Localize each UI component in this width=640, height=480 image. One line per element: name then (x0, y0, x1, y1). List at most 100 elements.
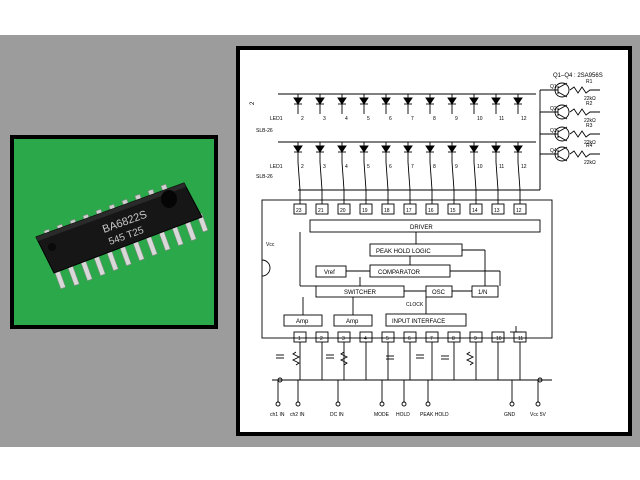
top-pin: 17 (403, 190, 417, 215)
bottom-pin: 11 (513, 331, 527, 380)
led-diode: 10 (469, 142, 483, 170)
led-diode: 5 (359, 94, 370, 122)
pin-number: 1 (298, 336, 301, 342)
bus-line (341, 161, 345, 191)
led-number: 5 (367, 116, 370, 122)
led-diode: 12 (513, 142, 527, 170)
led-number: 12 (521, 116, 527, 122)
bus-line (319, 161, 323, 191)
top-pin: 19 (359, 190, 373, 215)
resistor (569, 150, 600, 158)
capacitor (386, 355, 394, 360)
terminal-dot (275, 401, 281, 407)
chip-illustration: BA6822S 545 T25 (35, 182, 209, 290)
vref-label: Vref (324, 270, 335, 276)
top-pin: 18 (381, 190, 395, 215)
pin-number: 6 (408, 336, 411, 342)
row-mid-label: SLB-26 (256, 128, 273, 134)
led-diode: 9 (447, 142, 458, 170)
ic-outline (261, 199, 553, 339)
amp2-label: Amp (346, 319, 359, 325)
chip-photo: BA6822S 545 T25 (14, 139, 214, 325)
transistor-label: Q4 (550, 148, 557, 154)
resistor-label: R1 (586, 79, 593, 85)
bottom-pin: 2 (315, 331, 329, 380)
led-number: 9 (455, 164, 458, 170)
led-number: 11 (499, 164, 504, 170)
bus-line (407, 161, 411, 191)
bottom-pin: 6 (403, 331, 417, 380)
pin-number: 16 (428, 208, 434, 214)
transistor-label: Q1 (550, 84, 557, 90)
pin-number: 21 (318, 208, 324, 214)
resistor (569, 86, 600, 94)
pin-number: 13 (494, 208, 500, 214)
row-top-label: 2 (250, 101, 256, 105)
peak-hold-label: PEAK HOLD LOGIC (376, 249, 431, 255)
pin-number: 11 (518, 336, 523, 342)
schematic-drawing: Q1–Q4 : 2SA956S 2 SLB-26 SLB-26 LED1 LED… (250, 73, 603, 418)
led-number: 4 (345, 116, 348, 122)
led-number: 4 (345, 164, 348, 170)
led-number: 3 (323, 116, 326, 122)
led-number: 9 (455, 116, 458, 122)
transistor-label: Q3 (550, 128, 557, 134)
switcher-label: SWITCHER (344, 290, 377, 296)
ic-notch (261, 259, 271, 277)
bottom-pin: 8 (447, 331, 461, 380)
bus-line (451, 161, 455, 191)
pin-number: 19 (362, 208, 368, 214)
pin-number: 3 (342, 336, 345, 342)
terminal-label: ch1 IN (270, 412, 285, 418)
amp1-label: Amp (296, 319, 309, 325)
pin-number: 2 (320, 336, 323, 342)
led-diode: 6 (381, 94, 392, 122)
pin-number: 4 (364, 336, 367, 342)
pin-number: 18 (384, 208, 390, 214)
capacitor (416, 354, 424, 359)
divider-label: 1/N (478, 290, 487, 296)
vref-block (315, 265, 347, 278)
capacitor (326, 354, 334, 359)
led-diode: 8 (425, 142, 436, 170)
led-number: 5 (367, 164, 370, 170)
led-number: 6 (389, 116, 392, 122)
pin-number: 8 (452, 336, 455, 342)
led-diode: 8 (425, 94, 436, 122)
terminal-dot (535, 401, 541, 407)
chip-top-edge (36, 183, 186, 241)
resistor-value: 22kΩ (584, 140, 596, 146)
terminal-label: MODE (374, 412, 390, 418)
bus-line (495, 161, 499, 191)
resistor-label: R4 (586, 143, 593, 149)
led-number: 6 (389, 164, 392, 170)
resistor (569, 108, 600, 116)
bus-line (429, 161, 433, 191)
osc-label: OSC (432, 290, 446, 296)
pin-number: 20 (340, 208, 346, 214)
terminal-dot (509, 401, 515, 407)
clock-label: CLOCK (406, 302, 424, 308)
led-diode: 7 (403, 94, 414, 122)
terminal-label: Vcc 5V (530, 412, 547, 418)
led-number: 8 (433, 164, 436, 170)
led-number: 7 (411, 164, 414, 170)
pin-number: 17 (406, 208, 412, 214)
top-pin: 13 (491, 190, 505, 215)
led-number: 8 (433, 116, 436, 122)
pin-number: 23 (296, 208, 302, 214)
pin-number: 14 (472, 208, 478, 214)
terminal-label: GND (504, 412, 516, 418)
comparator-label: COMPARATOR (378, 270, 421, 276)
top-pin: 16 (425, 190, 439, 215)
driver-block (309, 219, 541, 233)
bus-line (363, 161, 367, 191)
led-row-label-bottom: LED1 (270, 164, 283, 170)
bottom-pin: 5 (381, 331, 395, 380)
resistor (465, 351, 475, 366)
transistor-label: Q2 (550, 106, 557, 112)
pin-number: 10 (496, 336, 502, 342)
